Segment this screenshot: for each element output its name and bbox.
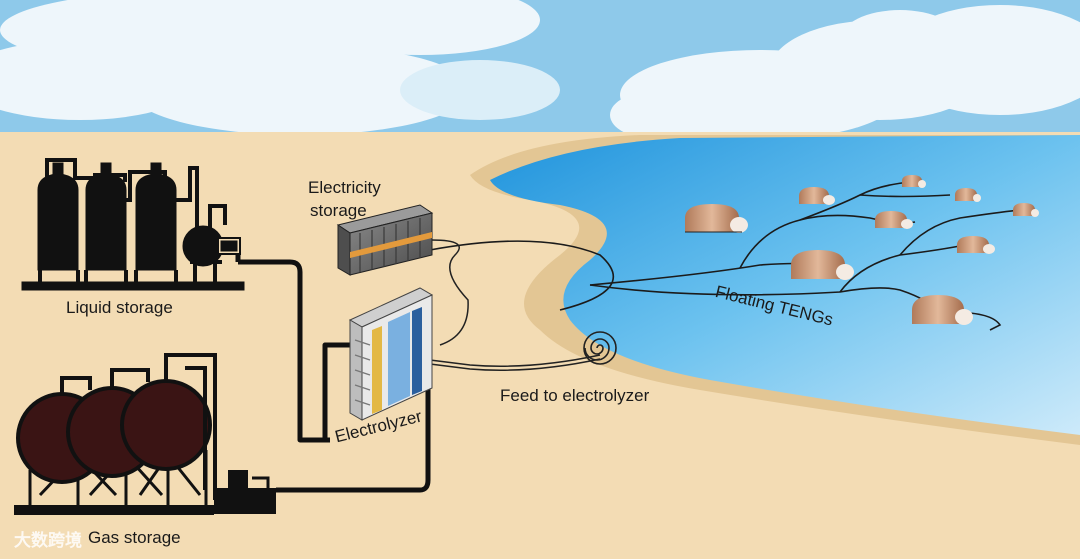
electrolyzer-icon bbox=[348, 287, 434, 421]
teng-buoy-icon bbox=[875, 211, 913, 229]
feed-hose bbox=[429, 354, 601, 371]
teng-buoy-icon bbox=[791, 250, 854, 280]
feed-label: Feed to electrolyzer bbox=[500, 386, 650, 405]
teng-buoy-icon bbox=[799, 187, 835, 205]
gas-tank-icon bbox=[14, 353, 276, 515]
sea bbox=[490, 135, 1080, 435]
electricity-storage-label-line1: Electricity bbox=[308, 178, 381, 197]
liquid-storage-label: Liquid storage bbox=[66, 298, 173, 317]
electricity-cable bbox=[431, 239, 469, 346]
teng-buoy-icon bbox=[955, 188, 981, 202]
clouds bbox=[0, 0, 1080, 140]
gas-storage-label: Gas storage bbox=[88, 528, 181, 547]
water-pump-icon bbox=[583, 331, 617, 365]
teng-buoy-icon bbox=[902, 175, 926, 188]
teng-buoy-icon bbox=[1013, 203, 1039, 217]
watermark: 大数跨境 bbox=[14, 531, 82, 551]
battery-icon bbox=[336, 204, 434, 276]
teng-buoys bbox=[685, 175, 1039, 325]
teng-buoy-icon bbox=[685, 204, 748, 233]
liquid-tank-icon bbox=[21, 158, 245, 291]
teng-buoy-icon bbox=[912, 295, 973, 325]
teng-buoy-icon bbox=[957, 236, 995, 254]
electricity-storage-label-line2: storage bbox=[310, 201, 367, 220]
